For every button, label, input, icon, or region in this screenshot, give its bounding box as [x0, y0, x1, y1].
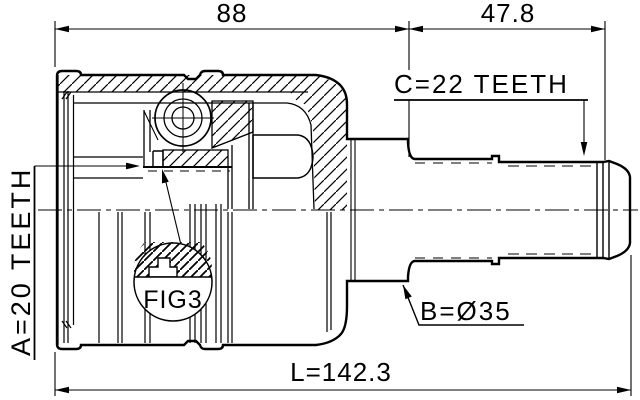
dim-88-text: 88 — [217, 0, 248, 28]
roller-track-pocket — [252, 134, 314, 179]
trunnion-hatch — [162, 149, 229, 168]
c-spline-text: C=22 TEETH — [394, 69, 569, 99]
dim-length-text: L=142.3 — [290, 357, 392, 387]
c-arrowhead — [580, 142, 588, 156]
part-outline — [55, 69, 632, 351]
label-a-spline: A=20 TEETH — [6, 162, 140, 360]
b-diameter-text: B=Ø35 — [420, 296, 512, 326]
shaft-details — [350, 140, 610, 280]
a-arrowhead — [126, 162, 140, 170]
housing-wall-hatch — [58, 75, 347, 210]
b-arrowhead — [403, 285, 412, 300]
cage-left-edge — [143, 110, 159, 141]
snap-ring-groove-profile — [148, 257, 178, 277]
balloon-leader — [163, 173, 182, 246]
roller-bearing — [152, 83, 214, 152]
fig3-balloon: FIG3 — [133, 169, 213, 322]
dim-47-8-text: 47.8 — [481, 0, 536, 28]
dimension-length: L=142.3 — [54, 255, 632, 396]
a-spline-text: A=20 TEETH — [6, 167, 36, 356]
neck-fillet-lines — [350, 140, 356, 280]
section-hatching — [58, 75, 347, 210]
fig3-label: FIG3 — [143, 286, 203, 314]
label-c-spline: C=22 TEETH — [394, 69, 588, 156]
boot-groove-ticks-top — [61, 91, 72, 100]
balloon-leader-arrowhead — [162, 169, 169, 184]
boot-groove-ticks-bottom — [61, 320, 72, 329]
spline-end-groove — [596, 162, 604, 258]
dimension-top: 88 47.8 — [54, 0, 606, 160]
housing-internal-lower — [98, 204, 332, 343]
label-b-diameter: B=Ø35 — [402, 284, 524, 326]
cage-wedge-hatch — [211, 100, 254, 149]
snap-ring — [152, 150, 164, 167]
b-leader — [402, 284, 524, 326]
